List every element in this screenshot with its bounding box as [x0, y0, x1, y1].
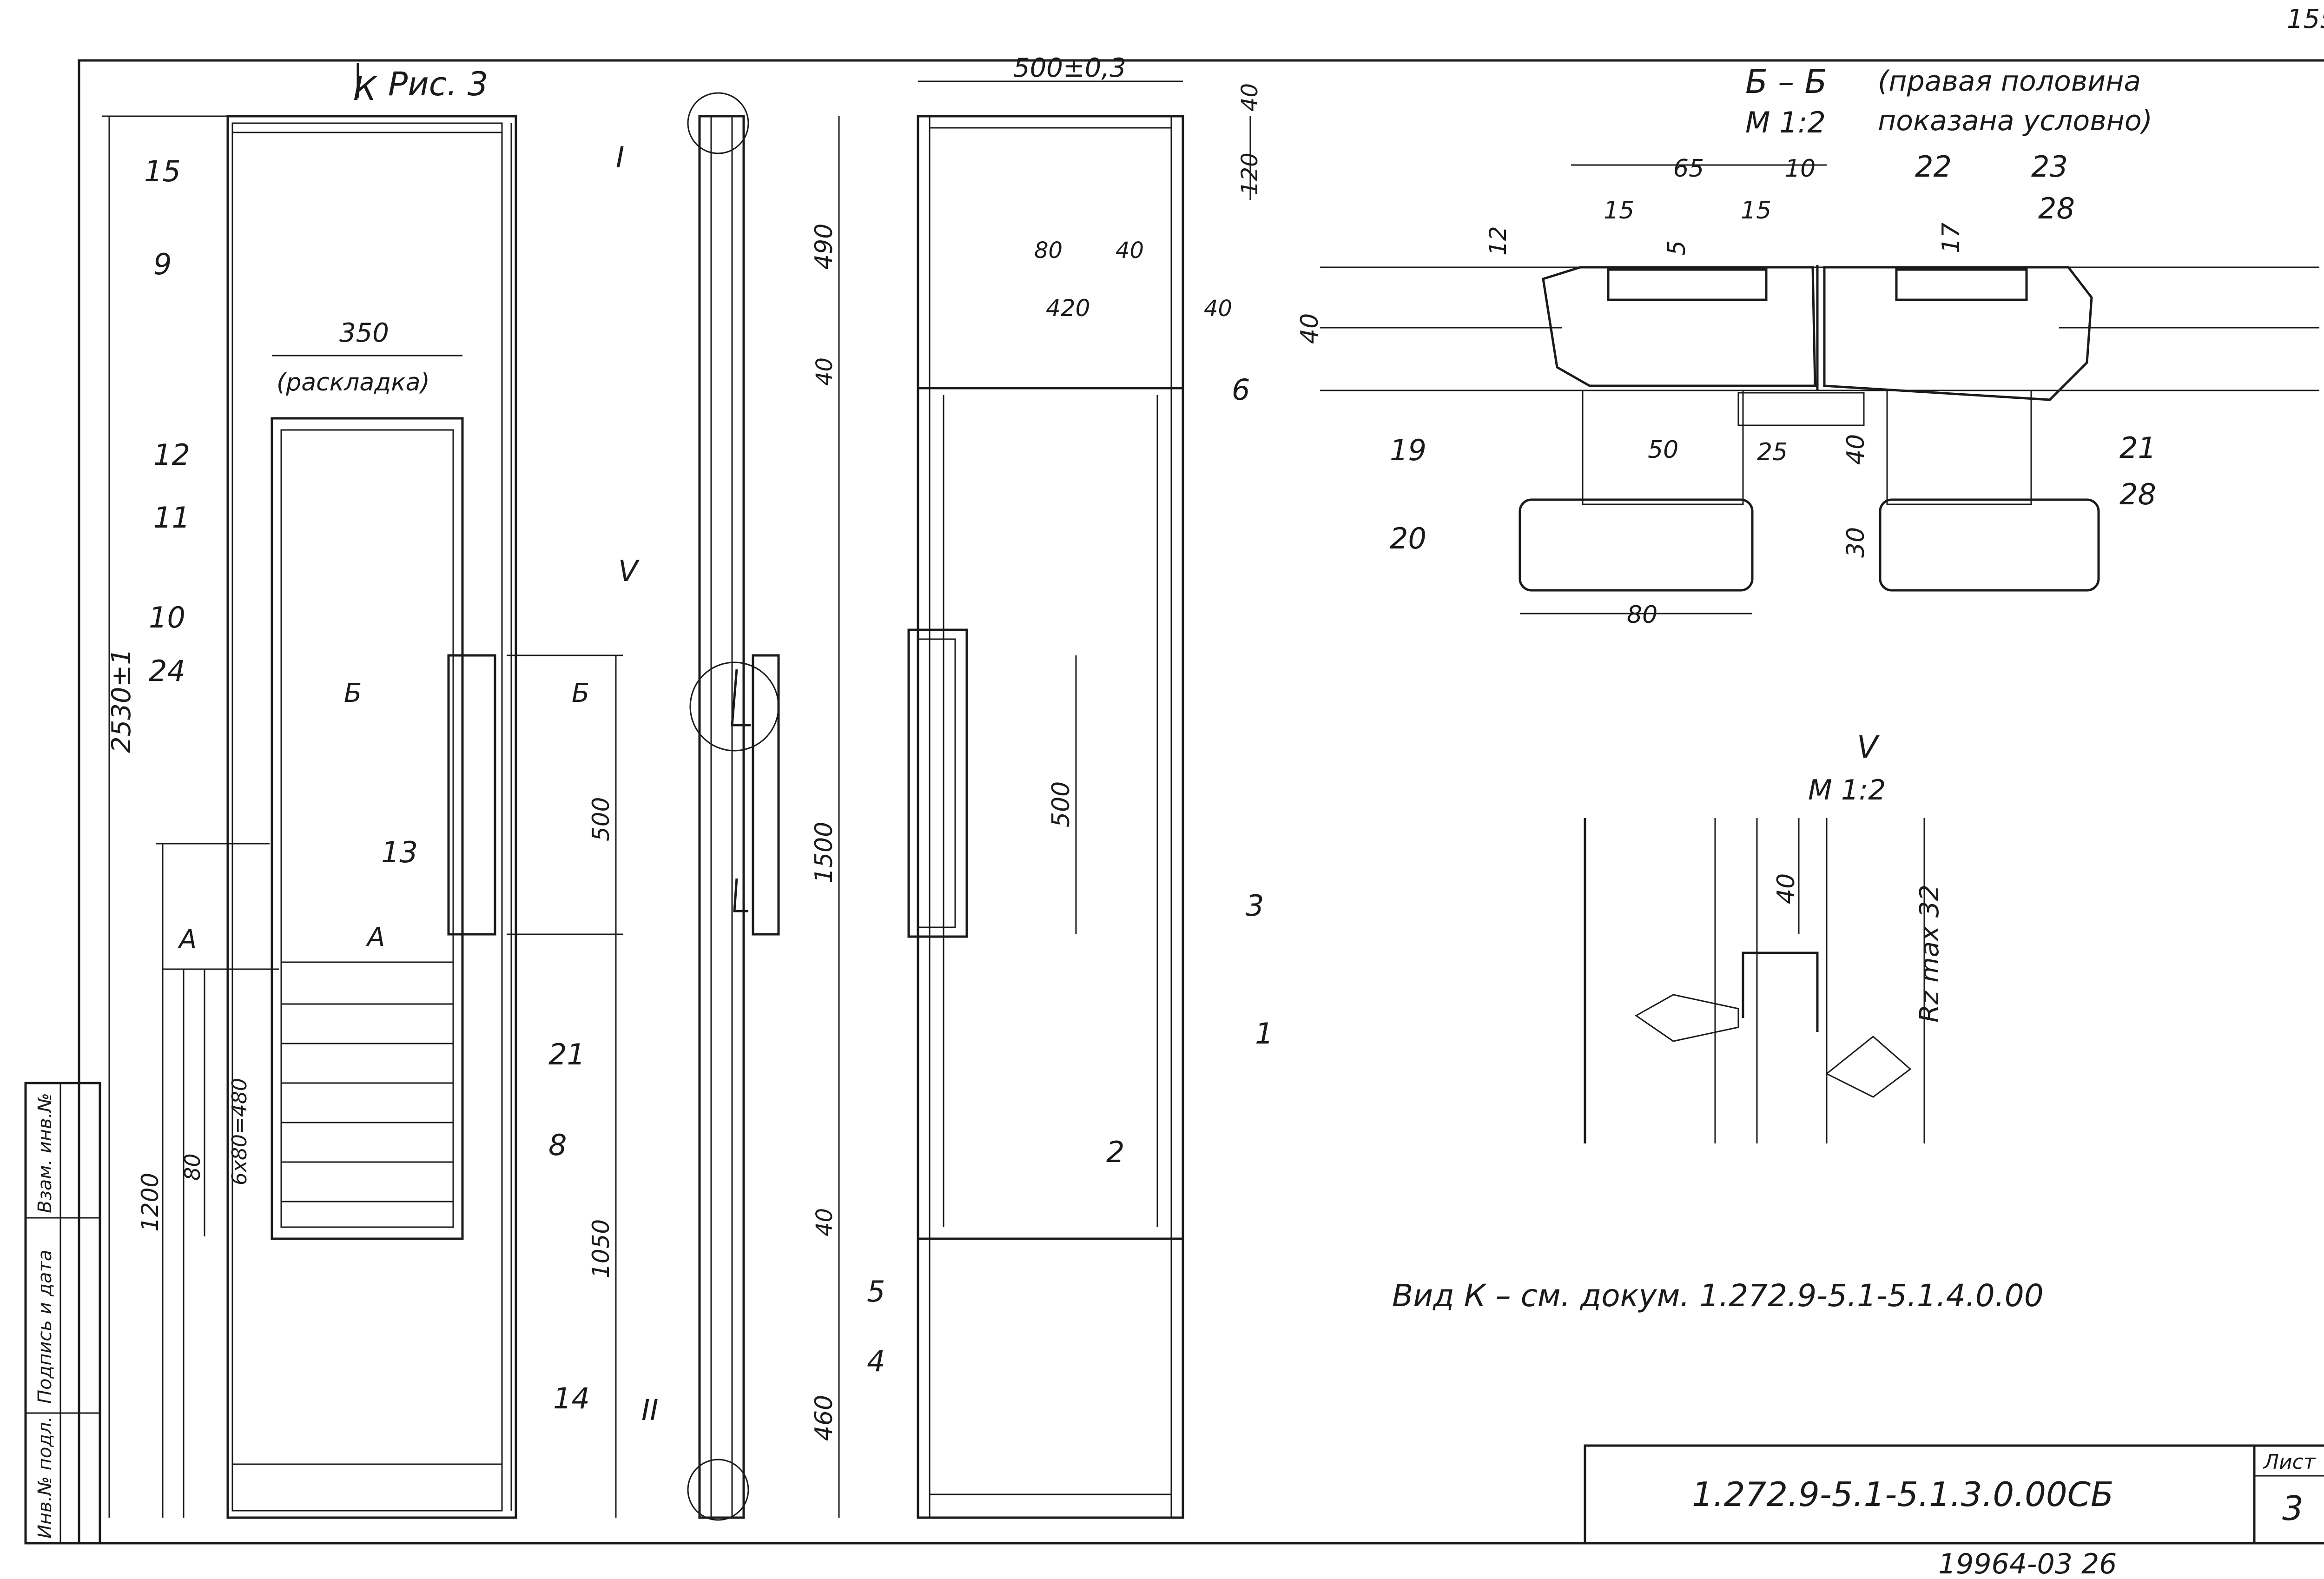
- callout-detail-ii: II: [641, 1393, 659, 1427]
- callout-5: 5: [867, 1275, 885, 1308]
- section-bb-note-2: показана условно): [1878, 105, 2152, 137]
- sheet-label: Лист: [2263, 1450, 2316, 1474]
- view-k-note: Вид К – см. докум. 1.272.9-5.1-5.1.4.0.0…: [1392, 1278, 2044, 1314]
- dim-louvre: 6х80=480: [228, 1078, 251, 1185]
- dim-frame-40-left: 40: [812, 357, 838, 386]
- dim-frame-490: 490: [810, 224, 838, 270]
- callout-2: 2: [1106, 1135, 1124, 1169]
- callout-3: 3: [1246, 889, 1264, 923]
- dim-frame-80: 80: [1034, 238, 1063, 264]
- dim-bb-30: 30: [1842, 527, 1870, 558]
- dim-bb-40-right: 40: [1842, 434, 1870, 465]
- callout-28-bottom: 28: [2119, 477, 2156, 511]
- dim-overall-height: 2530±1: [106, 648, 137, 753]
- section-bb: [1320, 164, 2319, 614]
- callout-10: 10: [149, 601, 185, 634]
- page-number: 155: [2287, 4, 2324, 34]
- section-mark-a-right: А: [366, 922, 385, 952]
- callout-23: 23: [2031, 150, 2068, 184]
- section-mark-b-right: Б: [572, 678, 589, 708]
- section-bb-note-1: (правая половина: [1878, 65, 2141, 98]
- dim-bb-40-left: 40: [1296, 313, 1324, 344]
- dim-frame-40-top: 40: [1237, 83, 1263, 112]
- callout-detail-i: I: [616, 140, 624, 174]
- title-block: [1584, 1444, 2324, 1545]
- detail-v-roughness: Rz max 32: [1915, 885, 1945, 1023]
- section-mark-b-left: Б: [344, 678, 362, 708]
- callout-12: 12: [153, 438, 190, 472]
- detail-v-scale: М 1:2: [1808, 774, 1886, 806]
- callout-28-top: 28: [2038, 192, 2075, 225]
- dim-1050: 1050: [588, 1219, 614, 1278]
- dim-500-front: 500: [588, 797, 614, 841]
- dim-bb-5: 5: [1663, 240, 1691, 256]
- callout-21-front: 21: [548, 1037, 585, 1071]
- dim-frame-120: 120: [1237, 152, 1263, 195]
- dim-bb-15-right: 15: [1741, 197, 1771, 225]
- dim-bb-65: 65: [1673, 155, 1704, 183]
- stamp-label-inventory: Инв.№ подл.: [34, 1416, 56, 1539]
- dim-bb-50: 50: [1648, 436, 1678, 464]
- callout-24: 24: [149, 654, 185, 688]
- dim-frame-420: 420: [1046, 295, 1090, 322]
- dim-panel-width-note: (раскладка): [277, 369, 430, 396]
- dim-bb-17: 17: [1937, 223, 1965, 253]
- section-mark-a-left: А: [178, 925, 197, 955]
- stamp-label-replacement: Взам. инв.№: [34, 1093, 56, 1213]
- dim-frame-460: 460: [810, 1395, 838, 1441]
- dim-bb-12: 12: [1485, 226, 1512, 256]
- dim-frame-500: 500: [1047, 781, 1075, 827]
- dim-frame-width: 500±0,3: [1013, 53, 1126, 83]
- callout-20: 20: [1390, 522, 1426, 555]
- dim-1200: 1200: [137, 1173, 164, 1232]
- detail-v-title: V: [1857, 729, 1880, 765]
- callout-1: 1: [1255, 1017, 1273, 1050]
- front-view: [102, 63, 623, 1519]
- callout-19: 19: [1390, 433, 1426, 467]
- callout-15: 15: [144, 154, 181, 188]
- callout-11: 11: [153, 501, 190, 535]
- dim-bb-10: 10: [1785, 155, 1816, 183]
- document-code: 1.272.9-5.1-5.1.3.0.00СБ: [1692, 1475, 2113, 1514]
- view-mark-k: К: [353, 70, 378, 108]
- dim-80-front: 80: [180, 1153, 205, 1181]
- dim-panel-width: 350: [339, 318, 389, 348]
- left-stamp: Взам. инв.№ Подпись и дата Инв.№ подл.: [24, 1082, 101, 1545]
- callout-14: 14: [553, 1381, 590, 1415]
- dim-frame-40-bottom: 40: [812, 1208, 838, 1236]
- callout-6: 6: [1232, 373, 1250, 407]
- callout-21-section: 21: [2119, 431, 2156, 465]
- dim-bb-25: 25: [1757, 438, 1788, 466]
- section-bb-scale: М 1:2: [1745, 106, 1826, 139]
- sheet-frame: [78, 59, 2324, 1545]
- dim-frame-1500: 1500: [810, 822, 838, 883]
- section-bb-title: Б – Б: [1745, 63, 1827, 101]
- callout-detail-v: V: [618, 554, 640, 588]
- figure-caption: Рис. 3: [388, 65, 488, 103]
- sheet-number: 3: [2282, 1489, 2304, 1528]
- detail-v-dim-40: 40: [1772, 873, 1800, 904]
- stamp-label-signature: Подпись и дата: [34, 1250, 56, 1404]
- archive-number: 19964-03 26: [1938, 1548, 2117, 1579]
- callout-4: 4: [867, 1344, 885, 1378]
- dim-bb-80: 80: [1627, 601, 1657, 629]
- callout-8: 8: [548, 1128, 567, 1162]
- side-view: [687, 92, 780, 1521]
- frame-view: [838, 80, 1251, 1519]
- detail-v: [1584, 818, 1925, 1143]
- dim-bb-15-left: 15: [1604, 197, 1634, 225]
- callout-13: 13: [381, 835, 418, 869]
- callout-22: 22: [1915, 150, 1952, 184]
- callout-9: 9: [153, 247, 172, 281]
- dim-frame-40-right: 40: [1204, 296, 1232, 322]
- dim-frame-40-mid: 40: [1116, 238, 1144, 264]
